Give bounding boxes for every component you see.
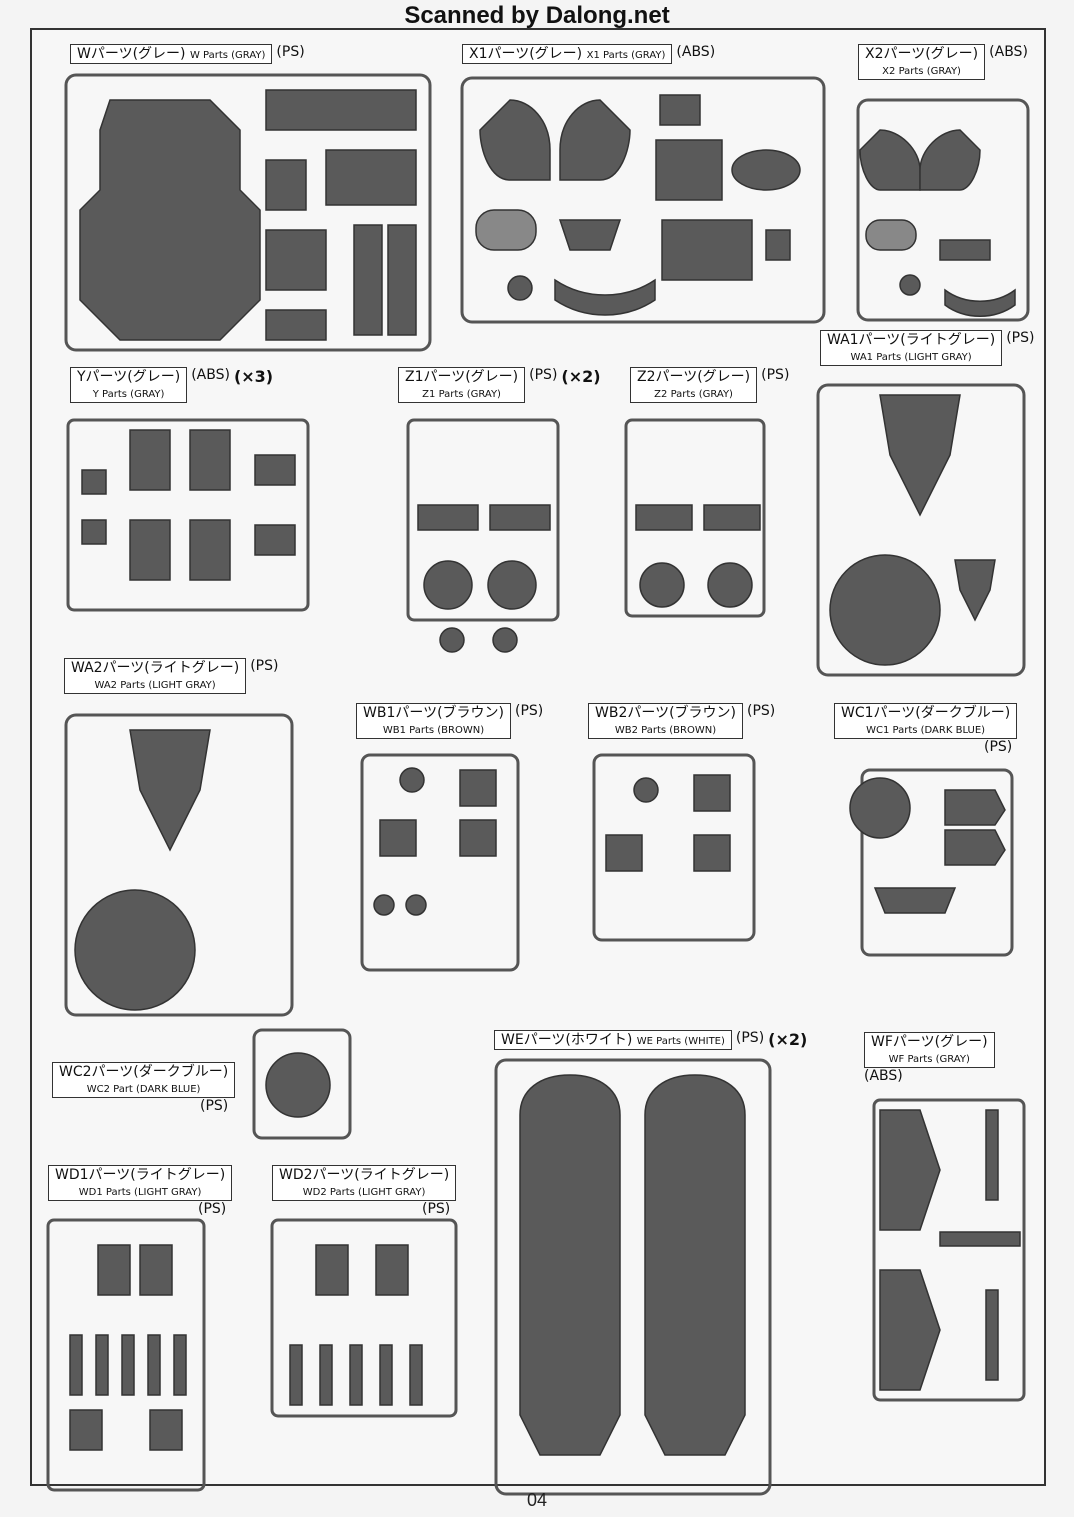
label-wb1: WB1パーツ(ブラウン)WB1 Parts (BROWN)(PS) — [356, 703, 543, 740]
label-wc2: WC2パーツ(ダークブルー)WC2 Part (DARK BLUE)(PS) — [52, 1062, 236, 1114]
label-x1: X1パーツ(グレー) X1 Parts (GRAY)(ABS) — [462, 44, 715, 65]
banner-title: Scanned by Dalong.net — [404, 2, 670, 29]
label-wf: WFパーツ(グレー)WF Parts (GRAY)(ABS) — [864, 1032, 995, 1084]
page-number: 04 — [526, 1490, 548, 1510]
label-wa1: WA1パーツ(ライトグレー)WA1 Parts (LIGHT GRAY)(PS) — [820, 330, 1034, 367]
label-wa2: WA2パーツ(ライトグレー)WA2 Parts (LIGHT GRAY)(PS) — [64, 658, 278, 695]
label-z1: Z1パーツ(グレー)Z1 Parts (GRAY)(PS)(×2) — [398, 367, 601, 404]
label-x2: X2パーツ(グレー)X2 Parts (GRAY)(ABS) — [858, 44, 1028, 81]
label-w: Wパーツ(グレー) W Parts (GRAY)(PS) — [70, 44, 305, 65]
label-wb2: WB2パーツ(ブラウン)WB2 Parts (BROWN)(PS) — [588, 703, 775, 740]
label-wc1: WC1パーツ(ダークブルー)WC1 Parts (DARK BLUE)(PS) — [834, 703, 1018, 755]
label-wd2: WD2パーツ(ライトグレー)WD2 Parts (LIGHT GRAY)(PS) — [272, 1165, 457, 1217]
label-we: WEパーツ(ホワイト) WE Parts (WHITE)(PS)(×2) — [494, 1030, 807, 1051]
label-z2: Z2パーツ(グレー)Z2 Parts (GRAY)(PS) — [630, 367, 789, 404]
label-y: Yパーツ(グレー)Y Parts (GRAY)(ABS)(×3) — [70, 367, 273, 404]
label-wd1: WD1パーツ(ライトグレー)WD1 Parts (LIGHT GRAY)(PS) — [48, 1165, 233, 1217]
